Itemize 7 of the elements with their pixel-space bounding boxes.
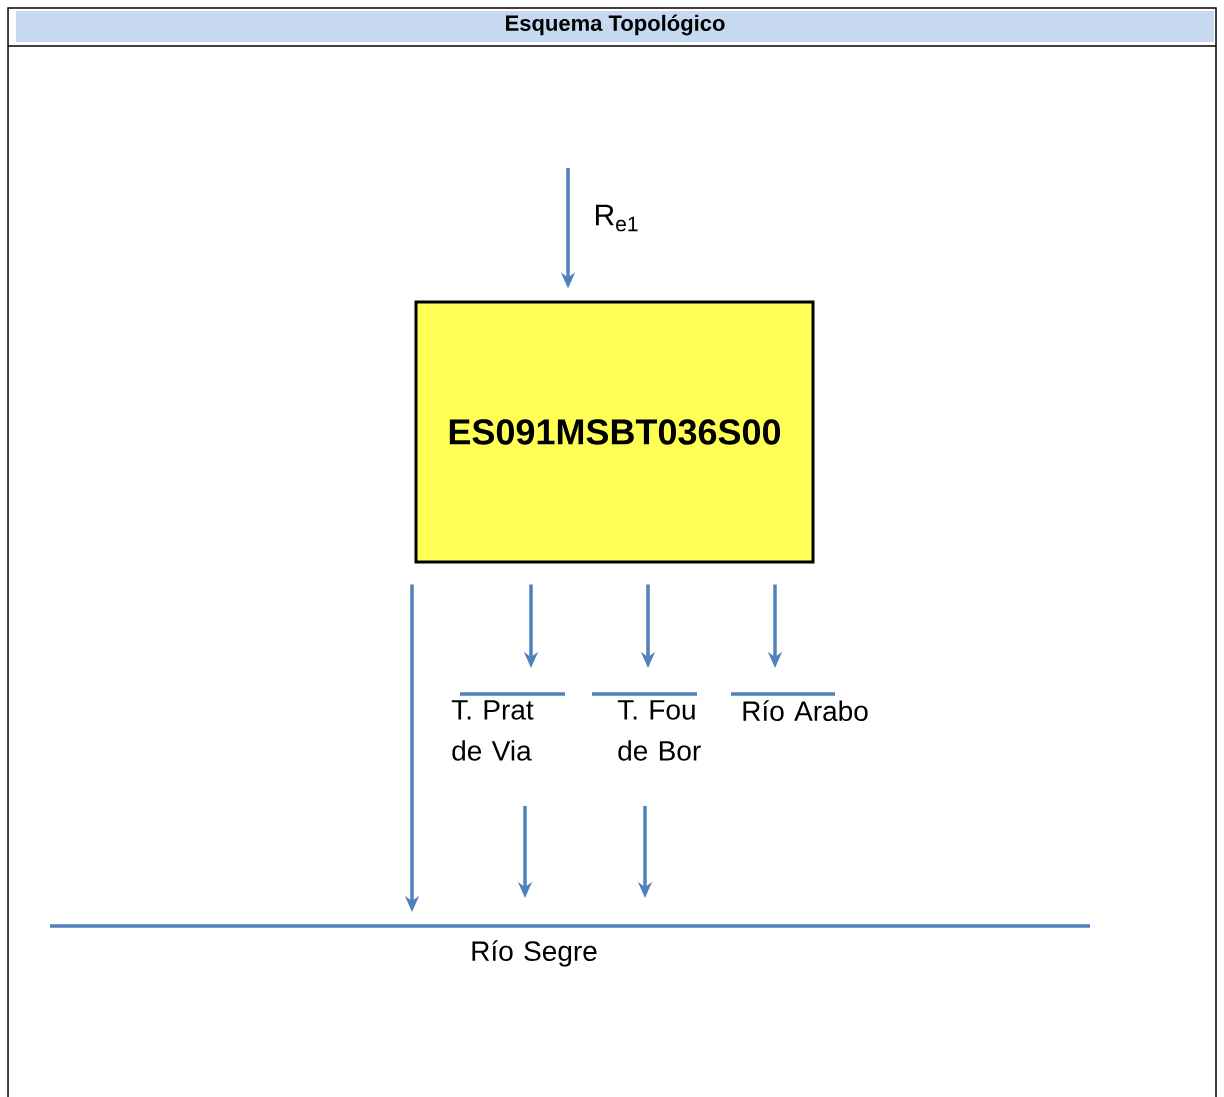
stream-label: T. Prat de Via	[451, 692, 565, 761]
header-band: Esquema Topológico	[16, 11, 1214, 42]
stream-label: Río Segre	[50, 924, 1090, 967]
water-body-box: ES091MSBT036S00	[414, 300, 815, 564]
edge-label: R$_{e1}$	[596, 204, 638, 232]
stream-label: T. Fou de Bor	[592, 692, 701, 761]
stream-label: Río Arabo	[731, 692, 868, 722]
